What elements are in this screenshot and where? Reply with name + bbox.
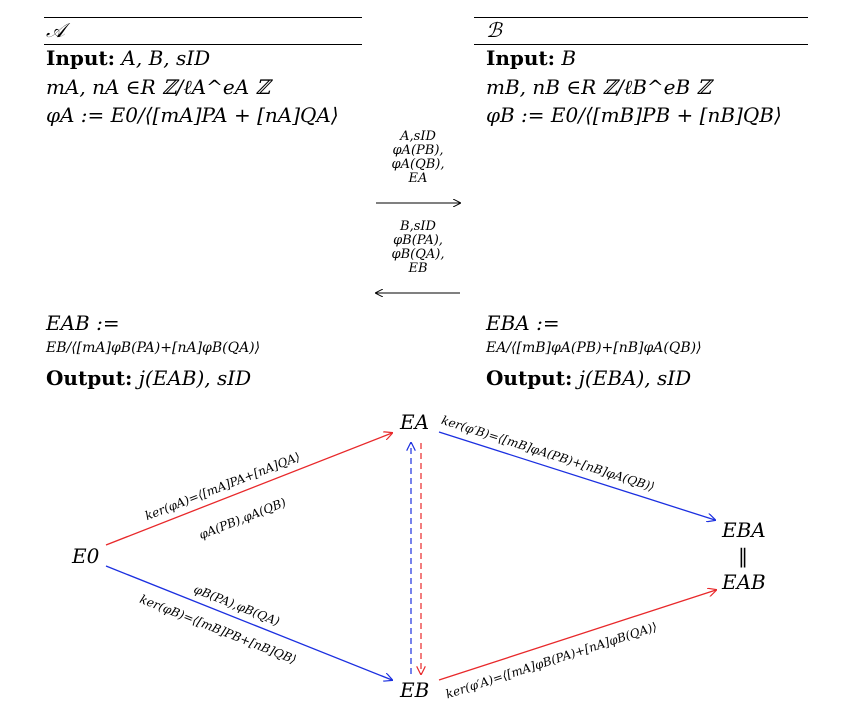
bob-secret-line: mB, nB ∈R ℤ/ℓB^eB ℤ [486, 75, 712, 99]
node-ea: EA [400, 410, 430, 434]
bob-input-line: Input: B [486, 46, 576, 70]
message-b-to-a-line: φB(QA), [391, 247, 445, 262]
bob-header-bottom-rule [474, 44, 808, 45]
message-b-to-a-line: B,sID [400, 219, 436, 234]
edge-ea-eba [438, 431, 715, 520]
alice-input-label: Input: [46, 46, 116, 70]
bob-output-label: Output: [486, 366, 573, 390]
alice-secret-line: mA, nA ∈R ℤ/ℓA^eA ℤ [46, 75, 271, 99]
alice-input-value: A, B, sID [121, 46, 211, 70]
alice-name: 𝒜 [46, 18, 65, 42]
message-a-to-b-line: φA(PB), [392, 143, 444, 158]
node-e0: E0 [72, 544, 100, 568]
alice-output-label: Output: [46, 366, 133, 390]
node-equality: ‖ [738, 544, 748, 568]
message-a-to-b: A,sID φA(PB), φA(QB), EA [368, 130, 468, 186]
message-b-to-a-line: φB(PA), [393, 233, 443, 248]
bob-isogeny-line: φB := E0/⟨[mB]PB + [nB]QB⟩ [486, 103, 782, 127]
bob-output-value: j(EBA), sID [578, 366, 692, 390]
message-a-to-b-line: φA(QB), [391, 157, 445, 172]
bob-result-line1: EBA := [486, 311, 560, 335]
alice-isogeny-line: φA := E0/⟨[mA]PA + [nA]QA⟩ [46, 103, 339, 127]
bob-output-line: Output: j(EBA), sID [486, 366, 691, 390]
edge-eb-eab [438, 590, 716, 681]
alice-result-line1: EAB := [46, 311, 120, 335]
bob-header-top-rule [474, 17, 808, 18]
bob-input-label: Input: [486, 46, 556, 70]
edge-e0-eb [105, 565, 392, 680]
message-b-to-a: B,sID φB(PA), φB(QA), EB [368, 220, 468, 276]
message-b-to-a-line: EB [408, 261, 428, 276]
bob-result-line2: EA/⟨[mB]φA(PB)+[nB]φA(QB)⟩ [486, 340, 702, 356]
message-a-to-b-line: A,sID [400, 129, 436, 144]
alice-header-bottom-rule [44, 44, 362, 45]
node-eb: EB [400, 678, 430, 702]
alice-output-line: Output: j(EAB), sID [46, 366, 251, 390]
node-eba: EBA [722, 518, 766, 542]
alice-output-value: j(EAB), sID [138, 366, 252, 390]
message-a-to-b-line: EA [408, 171, 428, 186]
alice-input-line: Input: A, B, sID [46, 46, 210, 70]
alice-result-line2: EB/⟨[mA]φB(PA)+[nA]φB(QA)⟩ [46, 340, 261, 356]
edge-e0-ea [105, 433, 392, 546]
bob-name: ℬ [486, 18, 502, 42]
alice-header-top-rule [44, 17, 362, 18]
bob-input-value: B [561, 46, 577, 70]
node-eab: EAB [722, 570, 766, 594]
